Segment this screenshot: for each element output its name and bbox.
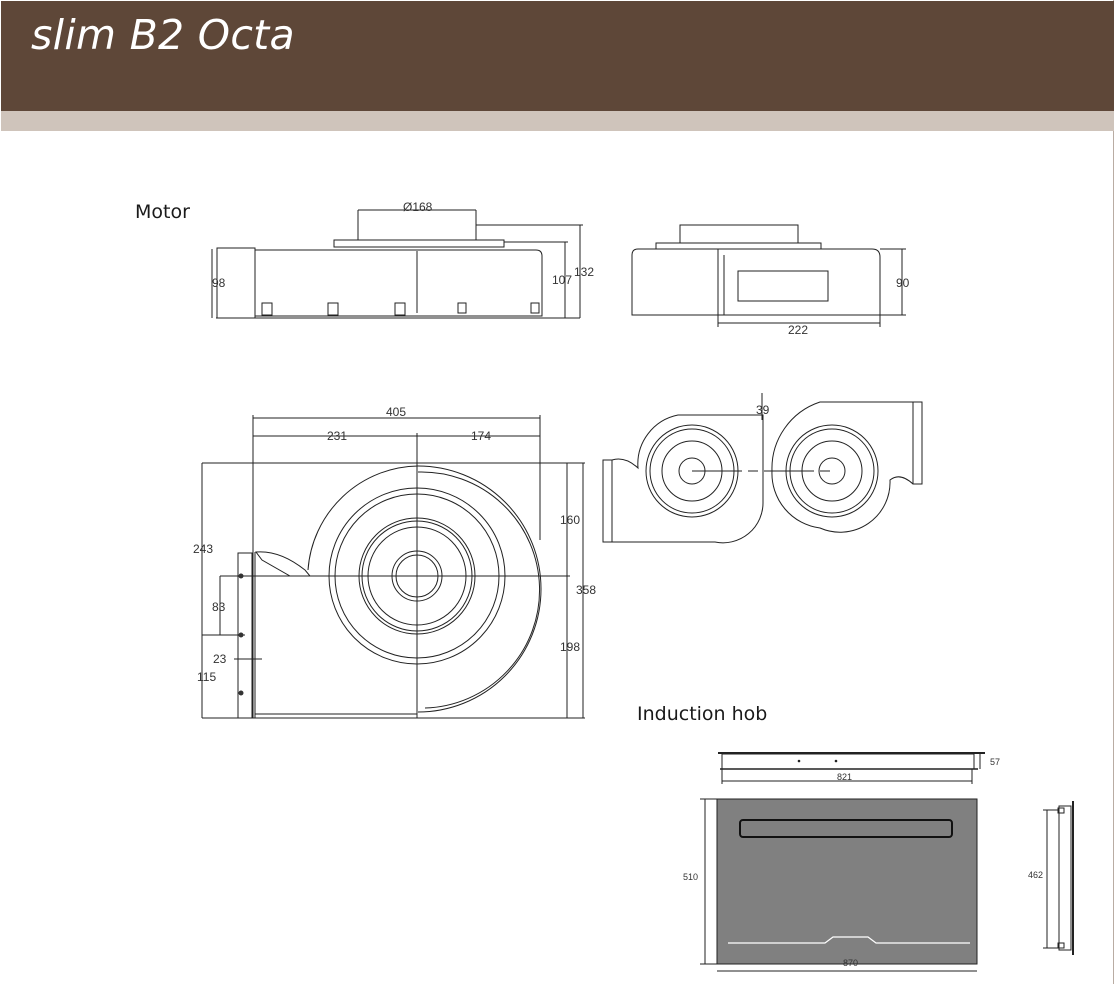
- hob-depth-510-dim: 510: [683, 872, 698, 882]
- top-width-231-dim: 231: [327, 429, 347, 443]
- hob-width-870-dim: 870: [843, 958, 858, 968]
- hob-side-view-drawing: 821 57: [710, 748, 1000, 788]
- hob-profile-depth-462-dim: 462: [1028, 870, 1043, 880]
- motor-section-label: Motor: [135, 201, 190, 223]
- top-width-174-dim: 174: [471, 429, 491, 443]
- top-height-160-dim: 160: [560, 513, 580, 527]
- top-bottom-115-dim: 115: [197, 670, 216, 684]
- top-width-405-dim: 405: [386, 405, 406, 419]
- top-offset-83-dim: 83: [212, 600, 226, 614]
- motor-height-107-dim: 107: [552, 273, 572, 287]
- motor-height-132-dim: 132: [574, 265, 594, 279]
- hob-top-view-drawing: 510 870: [683, 795, 985, 975]
- hob-slider-indicator: [728, 937, 970, 943]
- motor-side-view-drawing: 222 90: [620, 215, 910, 337]
- header-sub-band: [1, 111, 1114, 131]
- motor-side-width-dim: 222: [788, 323, 808, 337]
- motor-side-height-dim: 90: [896, 276, 910, 290]
- motor-top-view-drawing: 405 231 174 243 83 23 115 160 358 198: [193, 405, 596, 730]
- hob-profile-view-drawing: 462: [1028, 798, 1085, 958]
- motor-diameter-dim: Ø168: [403, 200, 433, 214]
- twin-offset-39-dim: 39: [756, 403, 770, 417]
- top-height-198-dim: 198: [560, 640, 580, 654]
- top-height-243-dim: 243: [193, 542, 213, 556]
- hob-height-57-dim: 57: [990, 757, 1000, 767]
- motor-twin-view-drawing: 39: [600, 390, 930, 550]
- hob-control-panel: [740, 820, 952, 837]
- motor-front-view-drawing: Ø168 98 107 132: [200, 200, 594, 325]
- motor-height-98-dim: 98: [212, 276, 226, 290]
- hob-width-821-dim: 821: [837, 772, 852, 782]
- page-title: slim B2 Octa: [31, 11, 295, 59]
- induction-hob-section-label: Induction hob: [637, 703, 768, 725]
- top-height-358-dim: 358: [576, 583, 596, 597]
- header-band: slim B2 Octa: [1, 1, 1114, 111]
- top-flange-23-dim: 23: [213, 652, 227, 666]
- hob-glass-surface: [717, 799, 977, 964]
